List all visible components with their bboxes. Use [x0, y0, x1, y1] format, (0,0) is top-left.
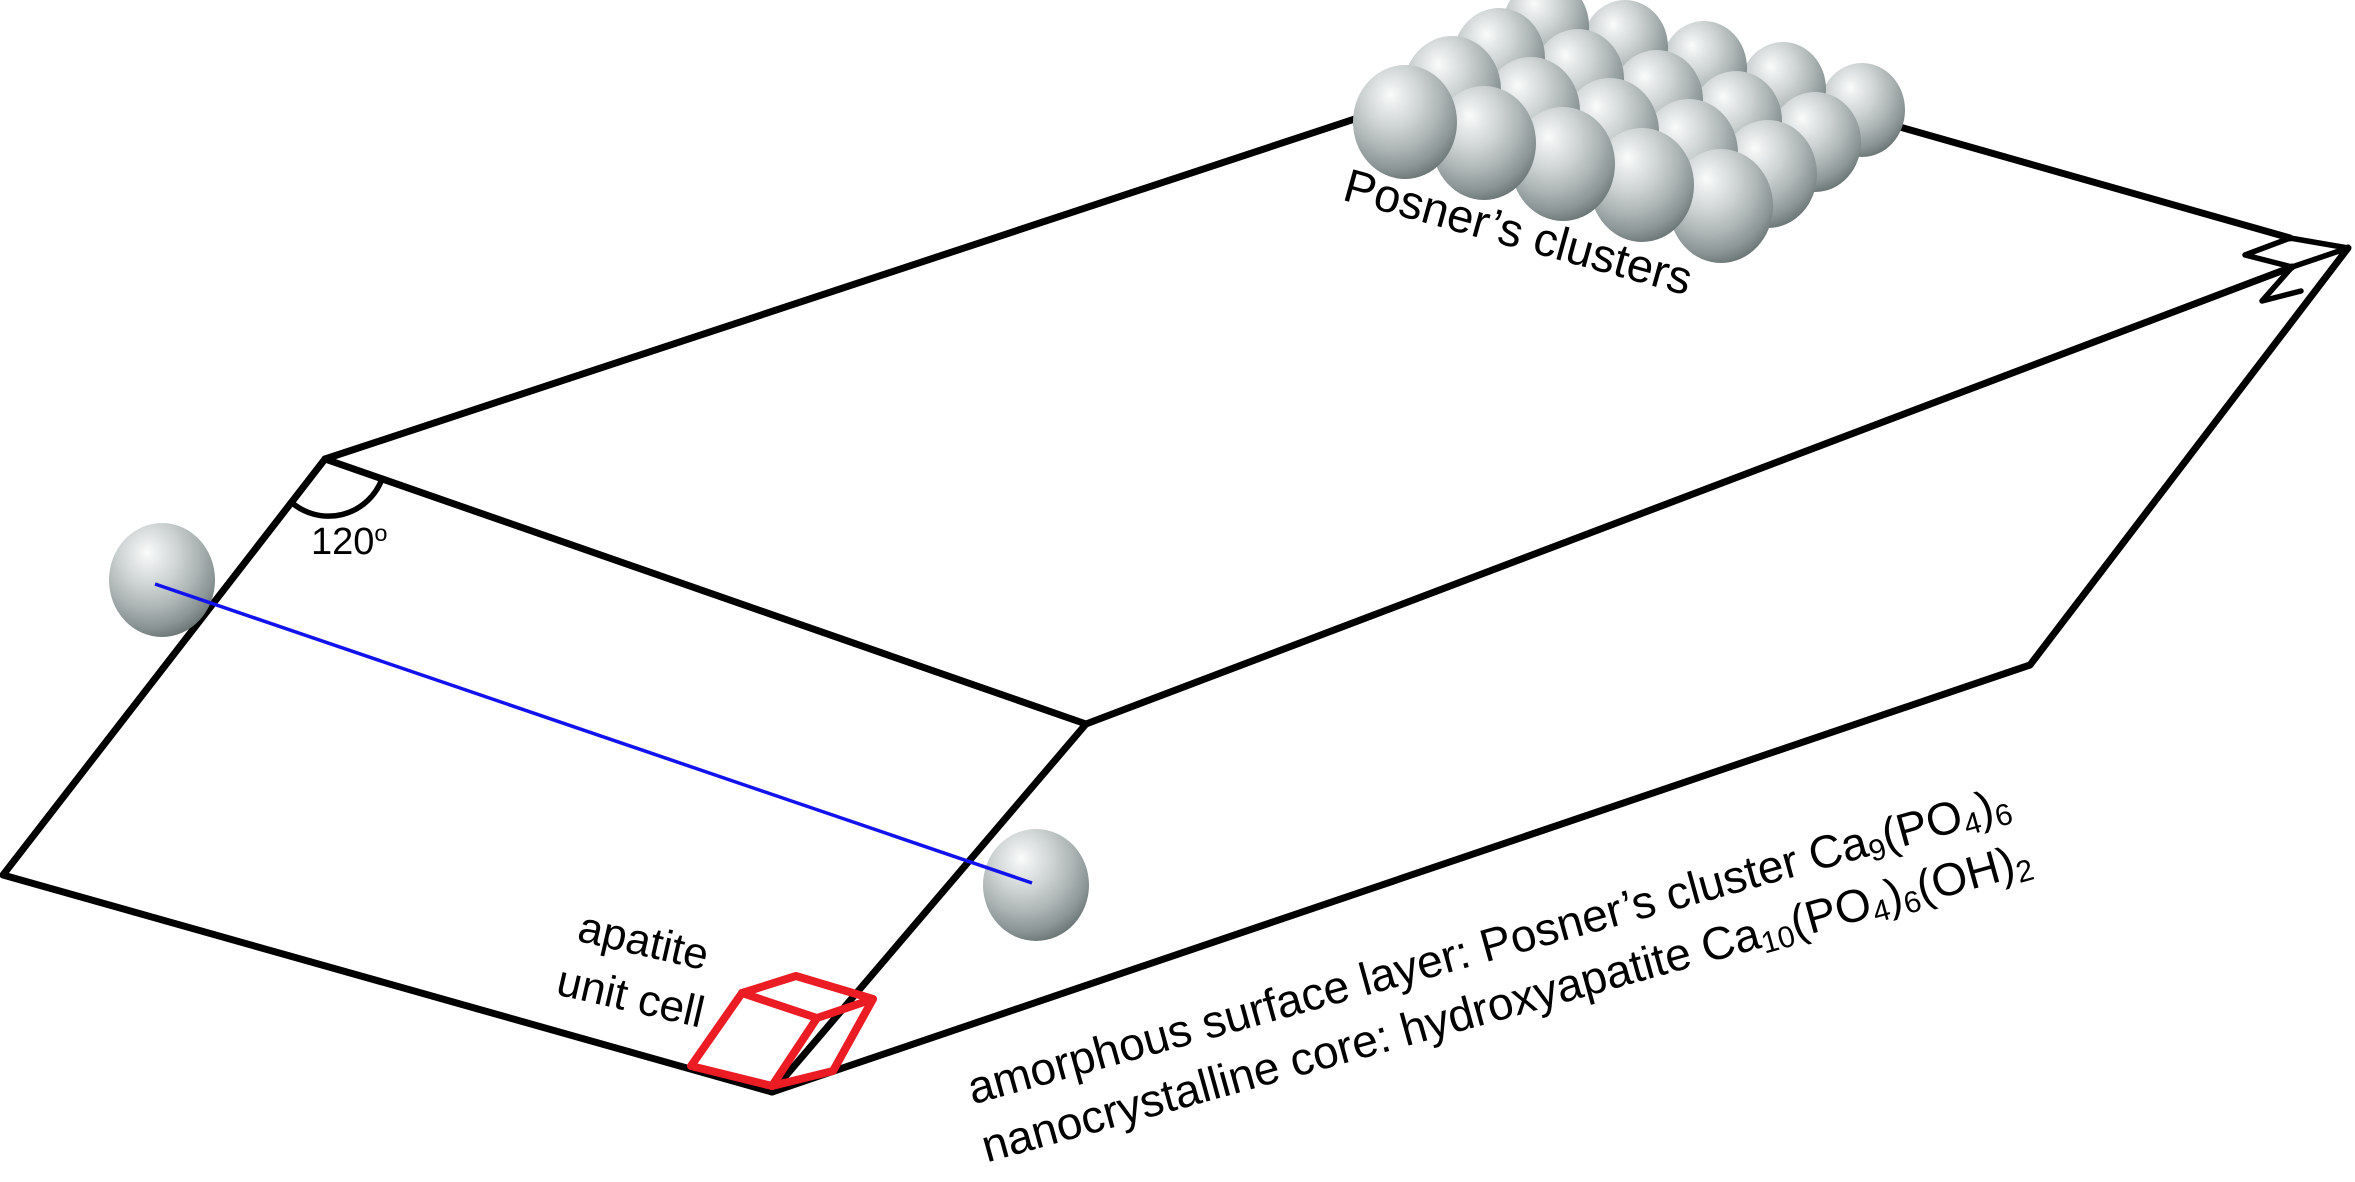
surface-spheres [109, 523, 1089, 941]
text-run: 120 [311, 520, 375, 563]
cluster-sphere [1590, 128, 1694, 242]
cluster-sphere [1669, 149, 1773, 263]
tip-zigzag [2259, 264, 2304, 304]
angle-arc [288, 476, 385, 519]
posner-cluster-grid [1353, 0, 1905, 263]
unit-cell-wireframe [687, 972, 877, 1090]
cluster-distance-line [154, 582, 1033, 885]
crystal-outline [0, 36, 2352, 1096]
cluster-sphere [1353, 65, 1457, 179]
left-face-lower-edges [0, 455, 776, 1096]
angle-label: 120o [311, 521, 388, 563]
cluster-sphere [1432, 86, 1536, 200]
superscript-text: o [374, 520, 388, 546]
middle-long-edge [1082, 263, 2296, 728]
surface-sphere-middle [983, 829, 1089, 941]
left-face-inner-edge [768, 720, 1090, 1096]
unit-cell-right-face [768, 995, 877, 1090]
top-silhouette-edge [321, 36, 2294, 463]
surface-sphere-left [109, 523, 215, 637]
cluster-sphere [1511, 107, 1615, 221]
bottom-long-edge [768, 244, 2352, 1096]
left-face-top-edge [321, 455, 1090, 728]
unit-cell-front-face [687, 989, 821, 1090]
